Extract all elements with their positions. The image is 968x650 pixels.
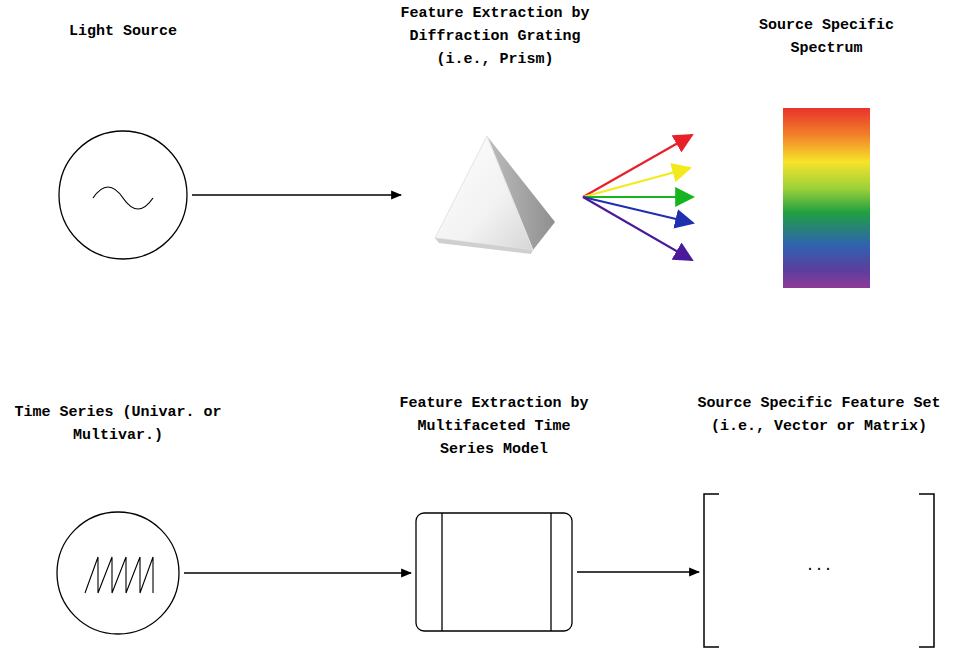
- flow-arrow: [192, 194, 401, 195]
- spectrum-bar-outline: [783, 108, 870, 288]
- time-series-circle: Time Series (Univar. or Multivar.): [56, 511, 180, 635]
- node-heading: Source Specific Spectrum: [742, 14, 912, 60]
- model-box-outline: [415, 512, 573, 632]
- prism-illustration-outline: [405, 130, 585, 260]
- prism-illustration: Feature Extraction by Diffraction Gratin…: [405, 130, 585, 260]
- matrix-ellipsis: ...: [703, 558, 935, 575]
- flow-arrow: [577, 571, 699, 572]
- source-circle-outline: [58, 130, 188, 260]
- node-heading: Time Series (Univar. or Multivar.): [11, 401, 225, 447]
- time-series-circle-outline: [56, 511, 180, 635]
- flow-arrow: [184, 572, 411, 573]
- feature-matrix: Source Specific Feature Set (i.e., Vecto…: [703, 493, 935, 648]
- spectrum-bar: Source Specific Spectrum: [783, 108, 870, 288]
- node-heading: Source Specific Feature Set (i.e., Vecto…: [694, 392, 944, 438]
- source-circle: Light Source: [58, 130, 188, 260]
- node-heading: Feature Extraction by Diffraction Gratin…: [380, 2, 610, 71]
- node-heading: Light Source: [23, 20, 223, 43]
- model-box: Feature Extraction by Multifaceted Time …: [415, 512, 573, 632]
- node-heading: Feature Extraction by Multifaceted Time …: [387, 392, 601, 461]
